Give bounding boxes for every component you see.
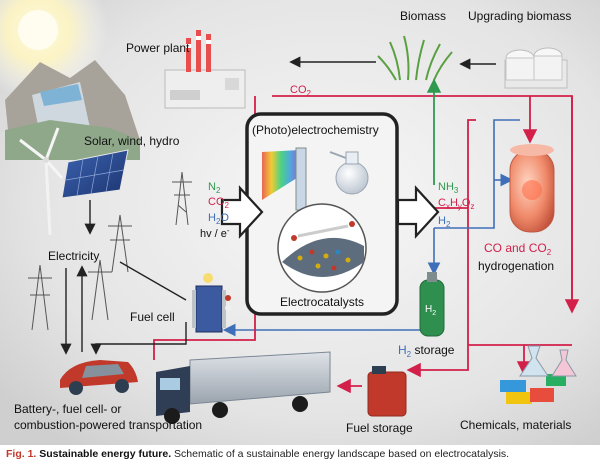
hydrogenation-reactor-icon [509, 144, 555, 233]
solar-panel-icon [61, 149, 129, 199]
label-fuel-storage: Fuel storage [346, 421, 413, 435]
label-nh3: NH3 [438, 181, 459, 195]
diagram-canvas: Power plant Biomass Upgrading biomass CO… [0, 0, 600, 445]
cxhyoz-to-fuel-storage-arrow [406, 207, 469, 378]
flask-icon [329, 151, 369, 195]
sun-icon [18, 10, 58, 50]
h2-up-line [434, 119, 520, 229]
refinery-icon [504, 47, 568, 89]
output-arrow-icon [396, 185, 440, 239]
power-pylon-icons [28, 171, 192, 331]
label-electrocatalysts: Electrocatalysts [280, 295, 364, 309]
label-hydrogenation: hydrogenation [478, 259, 554, 273]
label-co2-top: CO2 [290, 84, 312, 98]
label-h2-cylinder: H2 [425, 304, 436, 317]
label-fuel-cell: Fuel cell [130, 310, 175, 324]
label-cxhyoz: CxHyOz [438, 197, 474, 211]
electrode-plate-icon [295, 147, 307, 211]
label-h2o: H2O [208, 212, 229, 226]
label-chemicals-materials: Chemicals, materials [460, 418, 571, 432]
label-power-plant: Power plant [126, 41, 190, 55]
label-transport-line2: combustion-powered transportation [14, 418, 202, 432]
input-arrow-icon [220, 185, 264, 239]
label-co-and-co2: CO and CO2 [484, 241, 552, 257]
biomass-grass-icon [377, 35, 453, 81]
fuel-can-icon [367, 366, 407, 417]
label-transport-line1: Battery-, fuel cell- or [14, 402, 121, 416]
electricity-to-fuelcell-line [119, 261, 187, 301]
label-h2-output: H2 [438, 215, 451, 229]
cxhyoz-up-line [467, 119, 476, 208]
label-solar-wind-hydro: Solar, wind, hydro [84, 134, 180, 148]
label-biomass: Biomass [400, 9, 446, 23]
electrocatalyst-sphere-icon [277, 203, 367, 293]
label-co2-input: CO2 [208, 196, 230, 210]
caption-fig-number: Fig. 1. [6, 448, 37, 460]
label-upgrading-biomass: Upgrading biomass [468, 9, 571, 23]
fuelcell-to-transport-arrow [90, 322, 187, 355]
wind-turbine-icon [19, 127, 64, 236]
hydro-dam-illustration [5, 60, 140, 160]
figure-caption: Fig. 1. Sustainable energy future. Schem… [6, 448, 596, 461]
caption-title: Sustainable energy future. [39, 448, 172, 460]
label-photoelectrochemistry: (Photo)electrochemistry [252, 123, 379, 137]
h2-cylinder-icon [419, 272, 445, 337]
power-plant-icon [164, 30, 246, 109]
label-h2-storage: H2 storage [398, 343, 455, 359]
fuel-cell-icon [192, 273, 231, 333]
label-n2: N2 [208, 181, 221, 195]
label-electricity: Electricity [48, 249, 99, 263]
truck-icon [156, 351, 331, 424]
light-spectrum-icon [262, 150, 300, 200]
chemicals-materials-icon [500, 345, 577, 404]
car-icon [60, 360, 138, 395]
caption-text: Schematic of a sustainable energy landsc… [171, 448, 510, 460]
label-hv-e: hv / e- [200, 226, 230, 240]
